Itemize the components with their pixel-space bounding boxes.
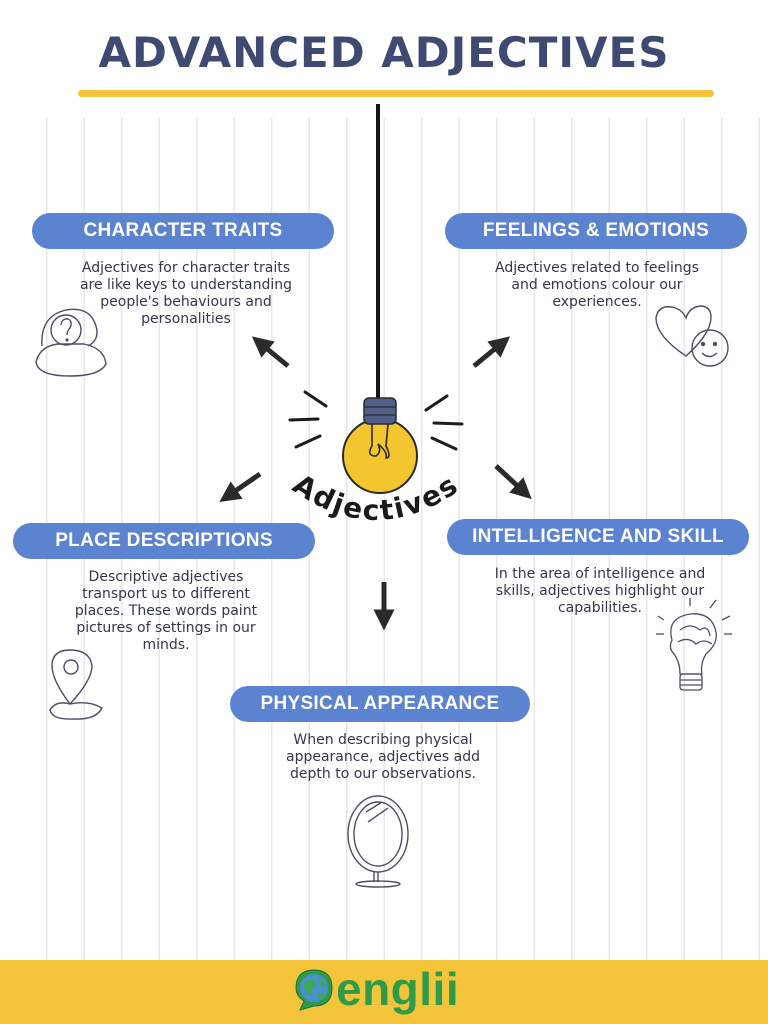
heading-feelings-emotions: FEELINGS & EMOTIONS — [445, 213, 747, 249]
location-pin-icon — [49, 649, 103, 720]
desc-place-descriptions: Descriptive adjectives transport us to d… — [74, 569, 258, 653]
brand-logo-text: englii — [336, 963, 460, 1015]
lightbulb-icon — [342, 397, 418, 494]
heading-intelligence-skill: INTELLIGENCE AND SKILL — [447, 519, 749, 555]
footer-bar: englii — [0, 960, 768, 1024]
globe-chat-icon — [295, 969, 333, 1011]
heading-place-descriptions: PLACE DESCRIPTIONS — [13, 523, 315, 559]
heading-physical-appearance: PHYSICAL APPEARANCE — [230, 686, 530, 722]
heading-character-traits: CHARACTER TRAITS — [32, 213, 334, 249]
heart-smiley-icon — [655, 305, 729, 367]
arrow-place — [219, 471, 262, 502]
direction-arrows — [219, 336, 532, 631]
desc-character-traits: Adjectives for character traits are like… — [79, 260, 293, 327]
desc-intelligence-skill: In the area of intelligence and skills, … — [494, 566, 706, 616]
light-rays — [288, 390, 464, 451]
head-question-icon — [35, 308, 107, 377]
diagram-graphics: Adjectives — [35, 104, 732, 888]
desc-physical-appearance: When describing physical appearance, adj… — [285, 732, 480, 782]
arrow-intelligence — [494, 464, 532, 500]
title-underline — [78, 90, 714, 97]
brain-bulb-icon — [656, 598, 732, 691]
arrow-feelings — [472, 336, 511, 368]
page-title: ADVANCED ADJECTIVES — [98, 28, 670, 77]
arrow-character — [251, 336, 290, 368]
desc-feelings-emotions: Adjectives related to feelings and emoti… — [495, 260, 699, 310]
mirror-icon — [347, 795, 409, 888]
